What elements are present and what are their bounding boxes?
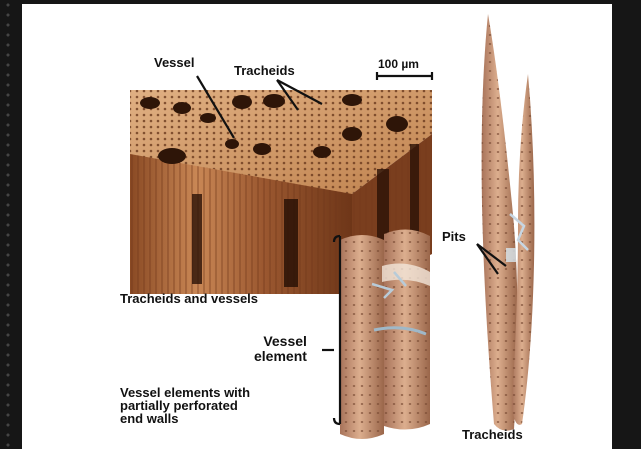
- tracheids-bottom-label: Tracheids: [462, 428, 523, 442]
- xylem-illustration: [22, 4, 612, 449]
- vessel-element-label: Vessel element: [254, 334, 307, 364]
- vessel-label: Vessel: [154, 56, 195, 70]
- tracheids-top-label: Tracheids: [234, 64, 295, 78]
- pits-label: Pits: [442, 230, 466, 244]
- figure-panel: Vessel Tracheids 100 µm Pits Tracheids a…: [22, 4, 612, 449]
- scale-bar-label: 100 µm: [378, 57, 419, 71]
- tracheids-and-vessels-label: Tracheids and vessels: [120, 292, 258, 306]
- vessel-elements-perforated-label: Vessel elements with partially perforate…: [120, 386, 250, 425]
- vessel-element-cells: [340, 229, 430, 439]
- film-strip-dots: [4, 0, 12, 449]
- tracheid-cells: [482, 14, 535, 431]
